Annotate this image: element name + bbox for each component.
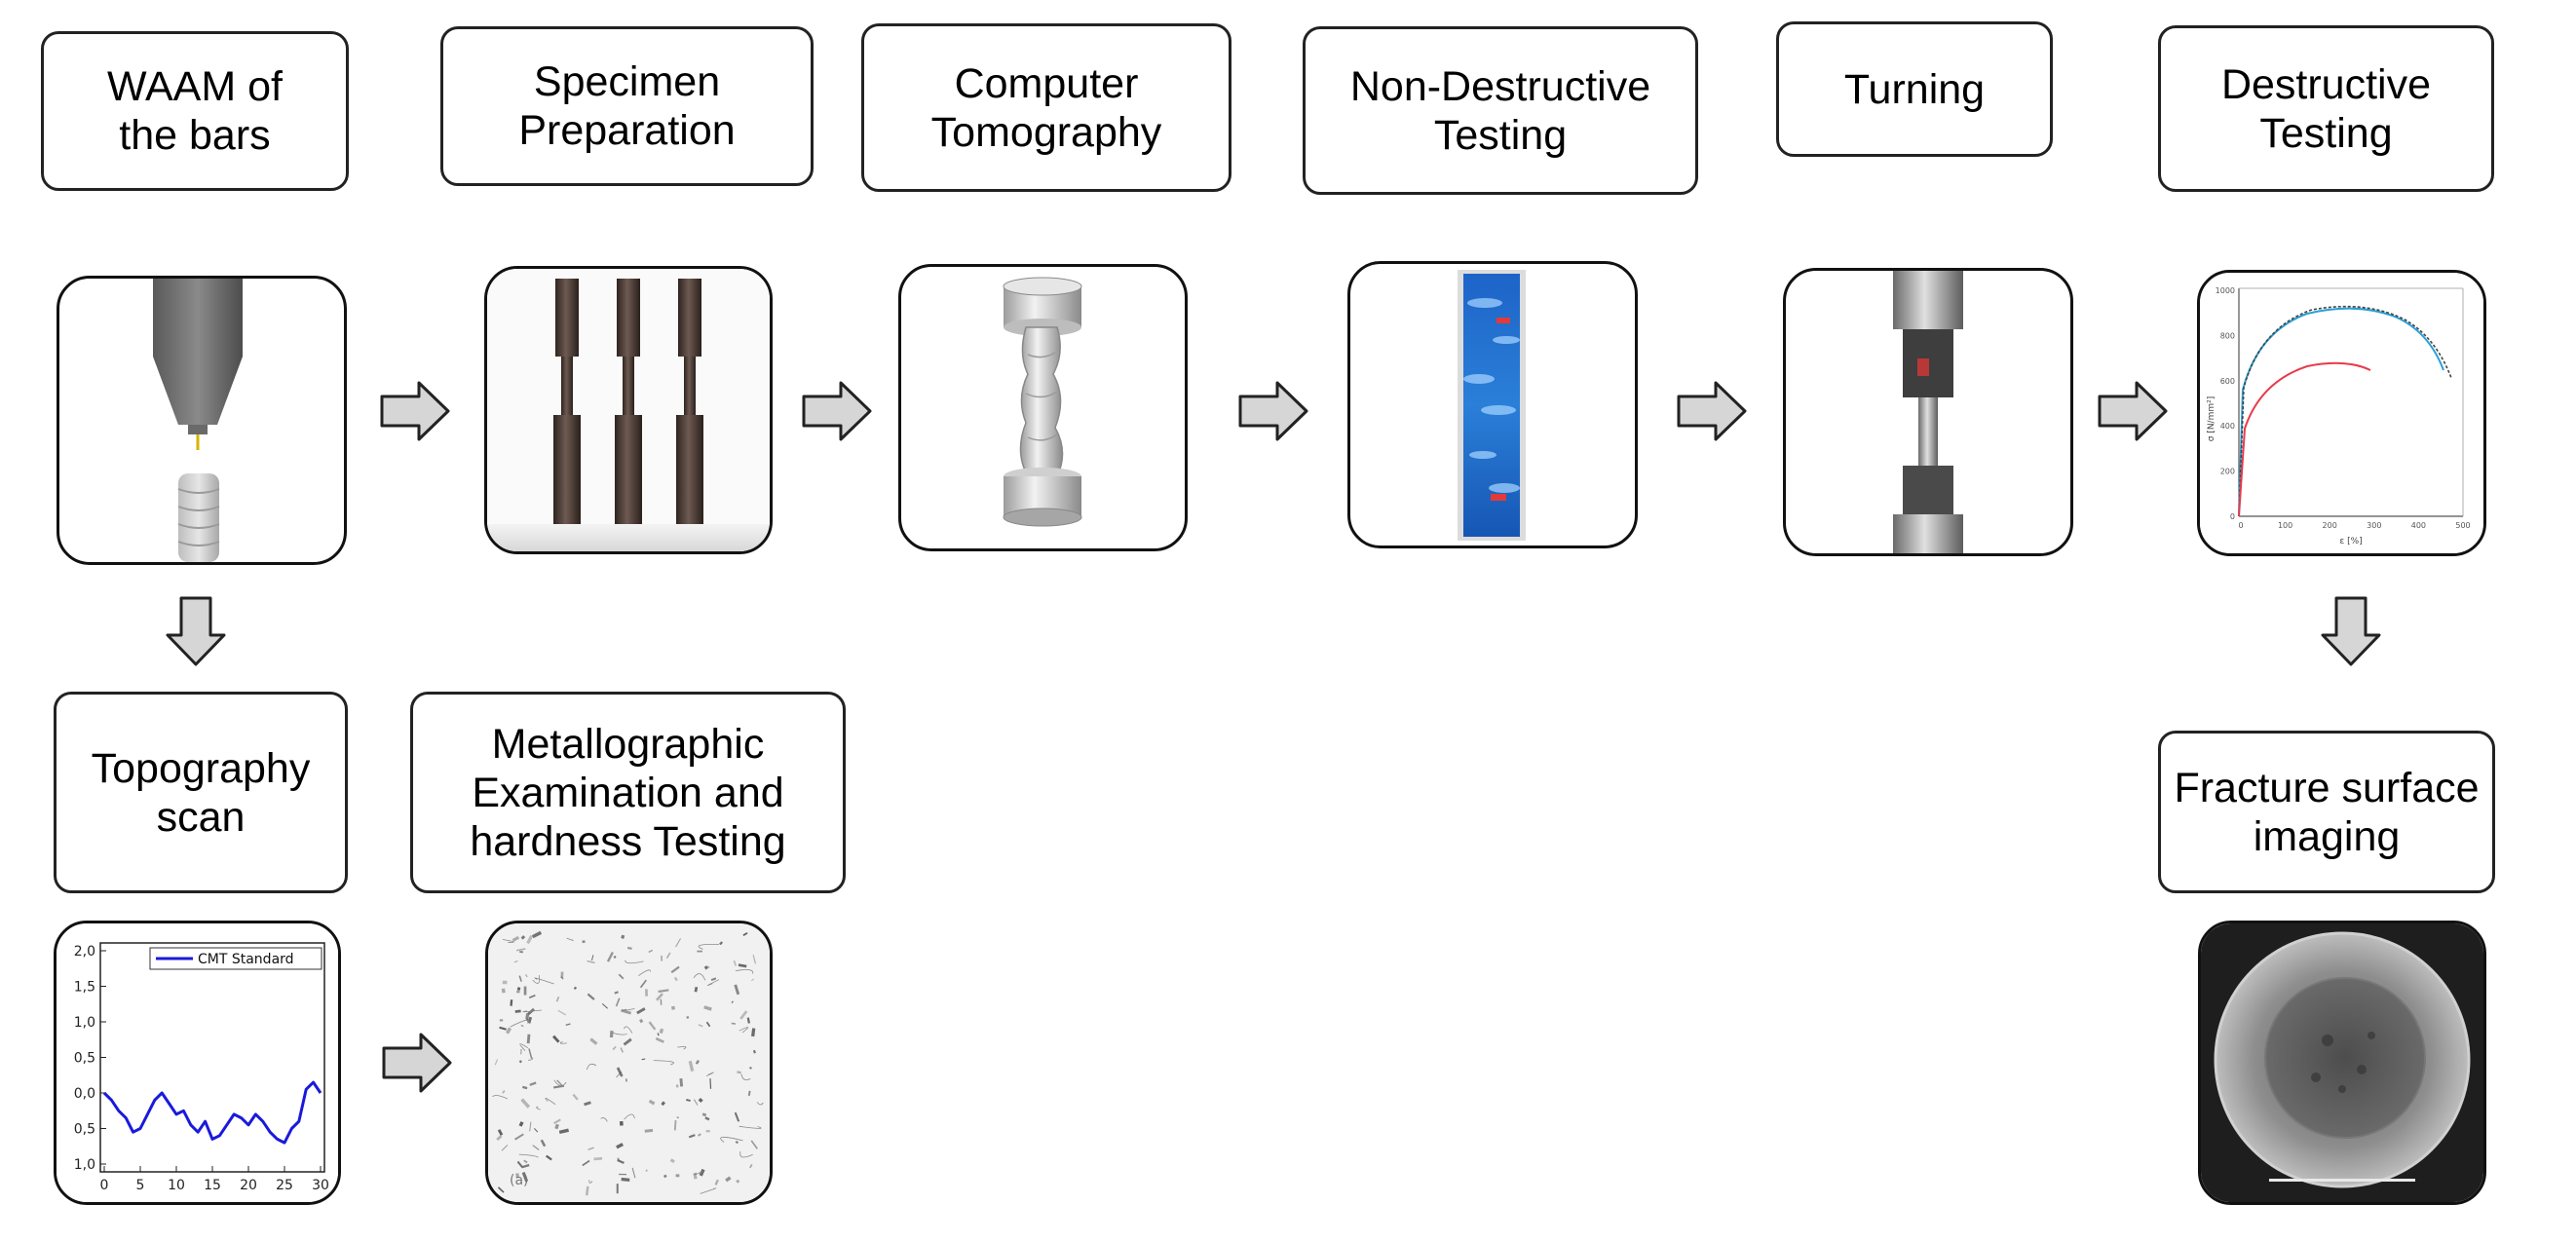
stress-strain-chart: 1000 800 600 400 200 0 0 100 200 300 400 500 σ [N/… xyxy=(2200,273,2483,553)
computer-tomography-image xyxy=(898,264,1188,551)
step-label-specimen: Specimen Preparation xyxy=(518,58,736,154)
step-non-destructive-testing: Non-Destructive Testing xyxy=(1303,26,1698,195)
stress-strain-x-tick: 500 xyxy=(2455,521,2470,530)
step-waam: WAAM of the bars xyxy=(41,31,349,191)
metallographic-micrograph-image: (a) xyxy=(485,921,773,1205)
stress-strain-y-tick: 0 xyxy=(2230,512,2235,521)
step-destructive-testing: Destructive Testing xyxy=(2158,25,2494,192)
stress-strain-y-tick: 400 xyxy=(2220,422,2235,431)
stress-strain-x-tick: 400 xyxy=(2411,521,2426,530)
topography-y-tick: 1,0 xyxy=(74,1157,95,1173)
topography-y-tick: 1,0 xyxy=(74,1015,95,1031)
step-label-destructive: Destructive Testing xyxy=(2220,60,2432,157)
stress-strain-x-tick: 100 xyxy=(2278,521,2292,530)
stress-strain-x-tick: 0 xyxy=(2238,521,2243,530)
step-label-fracture: Fracture surface imaging xyxy=(2174,764,2480,860)
topography-series-line xyxy=(102,1080,322,1145)
ct-specimen-model xyxy=(1003,277,1082,527)
topography-plot-image: 2,0 1,5 1,0 0,5 0,0 0,5 1,0 0 5 10 15 20 25 30 CMT S… xyxy=(54,921,341,1205)
topography-y-tick: 2,0 xyxy=(74,944,95,960)
step-topography-scan: Topography scan xyxy=(54,692,348,893)
topography-x-tick: 20 xyxy=(240,1178,257,1193)
step-metallographic-examination: Metallographic Examination and hardness … xyxy=(410,692,846,893)
stress-strain-series-2 xyxy=(2238,305,2452,517)
destructive-testing-image: 1000 800 600 400 200 0 0 100 200 300 400 500 σ [N/… xyxy=(2197,270,2486,556)
step-turning: Turning xyxy=(1776,21,2053,157)
topography-x-tick: 5 xyxy=(136,1178,145,1193)
topography-chart: 2,0 1,5 1,0 0,5 0,0 0,5 1,0 0 5 10 15 20 25 30 CMT S… xyxy=(57,923,338,1202)
arrow-right-2 xyxy=(802,381,872,441)
turned-specimen-illustration xyxy=(1893,271,1963,553)
step-label-metallographic: Metallographic Examination and hardness … xyxy=(470,720,786,865)
step-fracture-surface-imaging: Fracture surface imaging xyxy=(2158,731,2495,893)
topography-y-tick: 1,5 xyxy=(74,980,95,996)
step-computer-tomography: Computer Tomography xyxy=(861,23,1231,192)
arrow-right-3 xyxy=(1238,381,1308,441)
stress-strain-x-tick: 200 xyxy=(2323,521,2337,530)
topography-x-tick: 30 xyxy=(312,1178,329,1193)
specimen-preparation-image xyxy=(484,266,773,554)
specimen-rod-3 xyxy=(676,279,703,524)
step-label-ct: Computer Tomography xyxy=(930,59,1162,156)
topography-legend-label: CMT Standard xyxy=(198,952,294,967)
specimen-bars-illustration xyxy=(487,269,770,551)
stress-strain-y-tick: 200 xyxy=(2220,468,2235,476)
step-label-waam: WAAM of the bars xyxy=(107,63,283,159)
stress-strain-y-tick: 800 xyxy=(2220,331,2235,340)
stress-strain-series-3 xyxy=(2238,361,2371,517)
step-label-ndt: Non-Destructive Testing xyxy=(1349,62,1651,159)
topography-x-tick: 15 xyxy=(204,1178,221,1193)
arrow-right-5 xyxy=(2098,381,2168,441)
topography-y-tick: 0,5 xyxy=(74,1122,95,1138)
waam-torch-image xyxy=(57,276,347,565)
topography-x-tick: 10 xyxy=(168,1178,185,1193)
stress-strain-x-tick: 300 xyxy=(2367,521,2381,530)
arrow-down-1 xyxy=(166,596,226,666)
waam-torch-illustration xyxy=(153,279,243,562)
stress-strain-y-label: σ [N/mm²] xyxy=(2207,396,2216,442)
arrow-right-6 xyxy=(382,1033,452,1093)
ndt-scan-illustration xyxy=(1458,270,1526,541)
fracture-sem-illustration xyxy=(2201,923,2483,1202)
specimen-rod-2 xyxy=(615,279,642,524)
step-label-topography: Topography scan xyxy=(91,744,311,841)
topography-x-tick: 25 xyxy=(276,1178,293,1193)
step-specimen-preparation: Specimen Preparation xyxy=(440,26,814,186)
micrograph-illustration: (a) xyxy=(488,923,770,1202)
svg-text:(a): (a) xyxy=(510,1173,529,1188)
stress-strain-y-tick: 1000 xyxy=(2216,286,2235,295)
arrow-right-4 xyxy=(1677,381,1747,441)
stress-strain-x-label: ε [%] xyxy=(2339,537,2362,546)
topography-legend: CMT Standard xyxy=(149,947,322,970)
turning-image xyxy=(1783,268,2073,556)
stress-strain-y-tick: 600 xyxy=(2220,377,2235,386)
step-label-turning: Turning xyxy=(1843,65,1986,113)
arrow-right-1 xyxy=(380,381,450,441)
specimen-rod-1 xyxy=(553,279,581,524)
fracture-surface-image xyxy=(2198,921,2486,1205)
topography-x-tick: 0 xyxy=(100,1178,109,1193)
topography-y-tick: 0,0 xyxy=(74,1086,95,1102)
non-destructive-testing-image xyxy=(1347,261,1638,548)
topography-y-tick: 0,5 xyxy=(74,1051,95,1067)
arrow-down-2 xyxy=(2321,596,2381,666)
